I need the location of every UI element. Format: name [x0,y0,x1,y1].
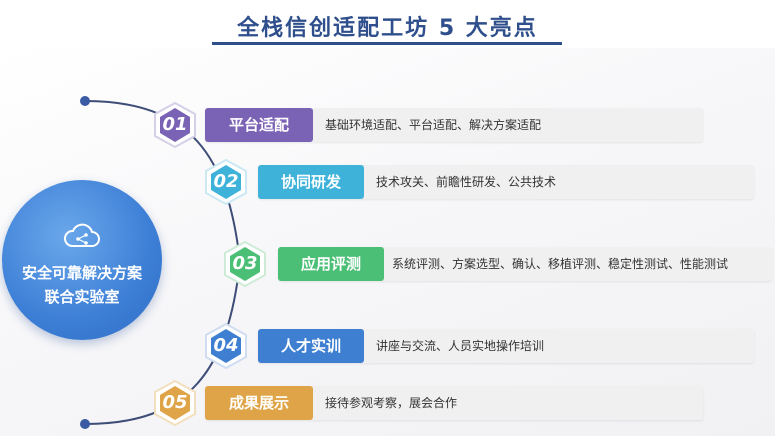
center-title-line2: 联合实验室 [44,288,120,306]
title-underline [212,42,562,45]
item-3-number: 03 [232,253,258,274]
item-5-description: 接待参观考察，展会合作 [325,396,458,410]
item-3-bar: 应用评测 系统评测、方案选型、确认、移植评测、稳定性测试、性能测试 [278,247,772,281]
item-4-number: 04 [213,335,239,356]
arc-start-dot [80,96,90,106]
item-3-hex-badge: 03 [222,240,268,288]
cloud-share-icon [64,223,100,247]
item-2-label: 协同研发 [258,165,364,199]
item-1-bar: 平台适配 基础环境适配、平台适配、解决方案适配 [205,108,703,142]
item-1-number: 01 [162,114,188,135]
item-5-hex-badge: 05 [152,379,198,427]
item-2-number: 02 [213,171,239,192]
item-1-hex-badge: 01 [152,101,198,149]
arc-end-dot [80,419,90,429]
item-2-bar: 协同研发 技术攻关、前瞻性研发、公共技术 [258,165,754,199]
item-1-label: 平台适配 [205,108,313,142]
item-4-bar: 人才实训 讲座与交流、人员实地操作培训 [258,329,754,363]
item-1-description: 基础环境适配、平台适配、解决方案适配 [325,118,542,132]
center-title-line1: 安全可靠解决方案 [21,264,142,282]
item-4-description: 讲座与交流、人员实地操作培训 [376,339,545,353]
item-4-hex-badge: 04 [203,322,249,370]
item-2-hex-badge: 02 [203,158,249,206]
item-5-bar: 成果展示 接待参观考察，展会合作 [205,386,703,420]
page-title: 全栈信创适配工坊 5 大亮点 [237,16,538,41]
item-2-description: 技术攻关、前瞻性研发、公共技术 [376,175,557,189]
item-3-label: 应用评测 [278,247,384,281]
item-5-label: 成果展示 [205,386,313,420]
center-circle: 安全可靠解决方案 联合实验室 [2,180,162,340]
item-4-label: 人才实训 [258,329,364,363]
item-3-description: 系统评测、方案选型、确认、移植评测、稳定性测试、性能测试 [392,257,729,271]
item-5-number: 05 [162,392,188,413]
